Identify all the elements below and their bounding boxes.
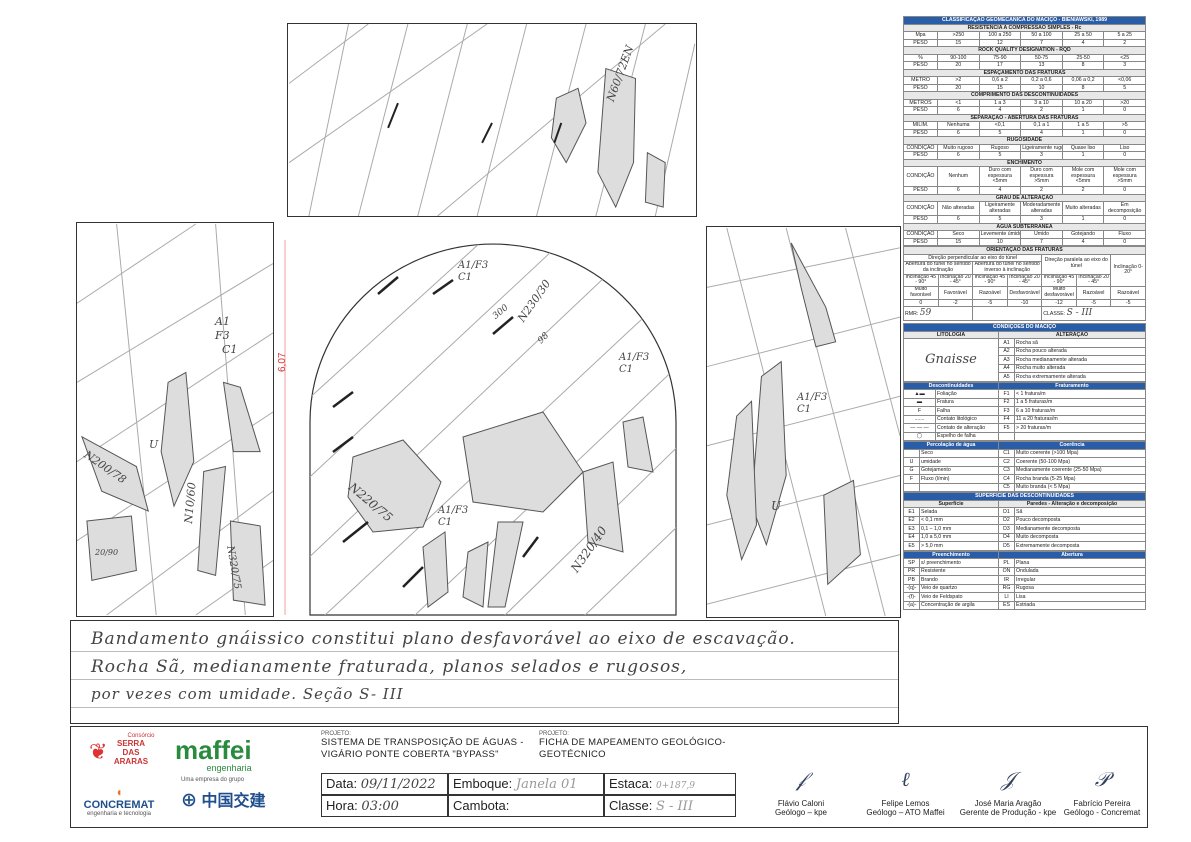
label-a1f3c1-top: A1/F3 C1 — [458, 260, 489, 283]
rmr-table: CLASSIFICAÇÃO GEOMECÂNICA DO MACIÇO - BI… — [903, 16, 1146, 246]
china-logo: Uma empresa do grupo ⊕ 中国交建 — [181, 777, 266, 810]
parrot-icon: ❦ — [89, 739, 108, 764]
top-wall-sketch: N60/72EN — [287, 23, 697, 217]
signature-scribble: 𝒻 — [796, 767, 806, 791]
emboque-field[interactable]: Emboque: Janela 01 — [448, 773, 604, 795]
signature-scribble: 𝒥 — [1001, 767, 1015, 791]
note-line-1: Bandamento gnáissico constitui plano des… — [91, 629, 796, 649]
label-u: U — [149, 438, 159, 451]
label-a1f3c1: A1/F3 C1 — [797, 392, 828, 415]
note-line-2: Rocha Sã, medianamente fraturada, planos… — [91, 657, 688, 677]
classe-field[interactable]: Classe: S - III — [604, 795, 736, 817]
rmr-value: 59 — [919, 308, 932, 319]
cambota-field[interactable]: Cambota: — [448, 795, 604, 817]
right-wall-sketch: A1/F3 C1 U — [706, 226, 901, 618]
label-a1f3c1-bottom: A1/F3 C1 — [438, 505, 469, 528]
observations-box: Bandamento gnáissico constitui plano des… — [70, 620, 899, 724]
china-mark-icon: ⊕ — [181, 793, 198, 810]
label-a1f3c1-right: A1/F3 C1 — [619, 352, 650, 375]
tunnel-face-sketch: 6,07 A1/F3 C1 N230/30 300 98 A1/F3 C1 N2… — [277, 222, 703, 617]
classe-value: S - III — [1066, 308, 1093, 319]
left-wall-sketch: A1 F3 C1 N200/78 N10/60 N320/75 U 20/90 — [76, 222, 274, 617]
label-c1: C1 — [222, 343, 238, 356]
surface-table: SUPERFÍCIE DAS DESCONTINUIDADES Superfíc… — [903, 492, 1146, 551]
maffei-logo: maffei engenharia — [175, 735, 252, 773]
label-num: 20/90 — [95, 548, 119, 557]
signature-scribble: 𝒫 — [1094, 767, 1110, 791]
lithology-value: Gnaisse — [903, 338, 999, 382]
serra-das-araras-logo: ❦ Consórcio SERRA DAS ARARAS — [89, 733, 155, 766]
concremat-logo: ◖ CONCREMAT engenharia e tecnologia — [77, 785, 161, 817]
note-line-3: por vezes com umidade. Seção S- III — [91, 685, 404, 703]
data-field[interactable]: Data: 09/11/2022 — [321, 773, 448, 795]
signature-scribble: ℓ — [901, 767, 910, 791]
project-2: PROJETO: FICHA DE MAPEAMENTO GEOLÓGICO-G… — [539, 731, 726, 760]
height-dimension: 6,07 — [277, 352, 288, 372]
label-f3: F3 — [215, 329, 230, 342]
hora-field[interactable]: Hora: 03:00 — [321, 795, 448, 817]
orientation-table: ORIENTAÇÃO DAS FRATURAS Direção perpendi… — [902, 246, 1146, 322]
project-1: PROJETO: SISTEMA DE TRANSPOSIÇÃO DE ÁGUA… — [321, 731, 524, 760]
estaca-field[interactable]: Estaca: 0+187,9 — [604, 773, 736, 795]
label-a1: A1 — [215, 315, 230, 328]
footer: ❦ Consórcio SERRA DAS ARARAS maffei enge… — [70, 726, 1148, 828]
label-u: U — [771, 499, 782, 513]
geomechanical-classification-sheet: CLASSIFICAÇÃO GEOMECÂNICA DO MACIÇO - BI… — [902, 16, 1146, 611]
concremat-mark-icon: ◖ — [115, 785, 123, 799]
